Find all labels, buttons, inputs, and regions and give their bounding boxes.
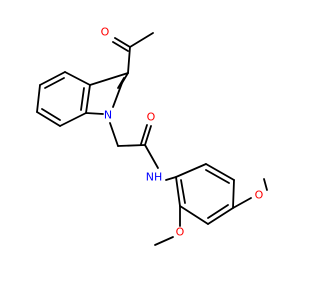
acetyl-oxygen-label: O [101, 26, 110, 39]
bond-ar4-ar5-inner [207, 204, 229, 219]
bond-ar5-ar6 [179, 205, 209, 225]
bond-c3a-c4 [64, 71, 91, 86]
molecule-structure: O N O NH O O [36, 26, 268, 246]
bond-carbonyl-nh [144, 144, 159, 169]
bond-amide-co-b [140, 124, 148, 145]
bond-n1-ch2 [109, 122, 119, 147]
bond-ar6-ar1-inner [180, 179, 186, 204]
bond-c5-c6 [36, 84, 41, 113]
bond-acetyl-carbonyl-b [112, 41, 129, 52]
bond-c7a-c3a-inner [80, 87, 85, 111]
bond-ar4-o-para [232, 197, 252, 209]
bond-c7-c7a [59, 112, 87, 127]
bond-ch2-carbonyl [117, 144, 146, 147]
bond-nh-aryl [165, 176, 177, 181]
bond-c7a-c3a [85, 84, 91, 114]
bond-c6-c7 [36, 111, 61, 127]
methoxy-ortho [154, 205, 181, 246]
bond-n1-c7a [85, 112, 104, 115]
methoxy-oxygen-ortho-label: O [176, 226, 185, 239]
bond-ar3-ar4 [232, 179, 235, 209]
bond-amide-co-a [144, 125, 152, 146]
acetyl-group [112, 32, 154, 74]
bond-o-ortho-methyl [154, 236, 174, 246]
bond-ar1-ar2 [175, 163, 207, 178]
amide-linker [109, 122, 177, 181]
dimethoxyphenyl-ring [175, 163, 235, 225]
bond-ar2-ar3 [205, 163, 235, 181]
bond-c4-c5-inner [44, 77, 65, 89]
bond-c4-c5 [39, 71, 66, 86]
bond-c3-c2-inner [117, 77, 125, 89]
bond-acetyl-to-c3 [127, 46, 131, 74]
bond-ar6-ar1 [175, 176, 181, 207]
indole-benzene-ring [36, 71, 91, 127]
bond-o-para-methyl [263, 178, 268, 191]
bond-c2-n1 [112, 82, 123, 108]
bond-acetyl-methyl [129, 32, 154, 48]
bond-c6-c7-inner [41, 108, 61, 121]
methoxy-oxygen-para-label: O [255, 189, 264, 202]
indole-nitrogen-label: N [104, 109, 112, 122]
pyrrole-ring [85, 72, 129, 115]
amide-oxygen-label: O [147, 111, 156, 124]
molecule-canvas: O N O NH O O [36, 26, 268, 246]
bond-ar4-ar5 [207, 207, 234, 225]
bond-c3a-c3 [89, 72, 129, 86]
bond-acetyl-carbonyl-a [114, 37, 131, 48]
bond-ar2-ar3-inner [205, 169, 230, 184]
methoxy-para [232, 178, 268, 209]
amide-nh-label: NH [146, 171, 163, 184]
